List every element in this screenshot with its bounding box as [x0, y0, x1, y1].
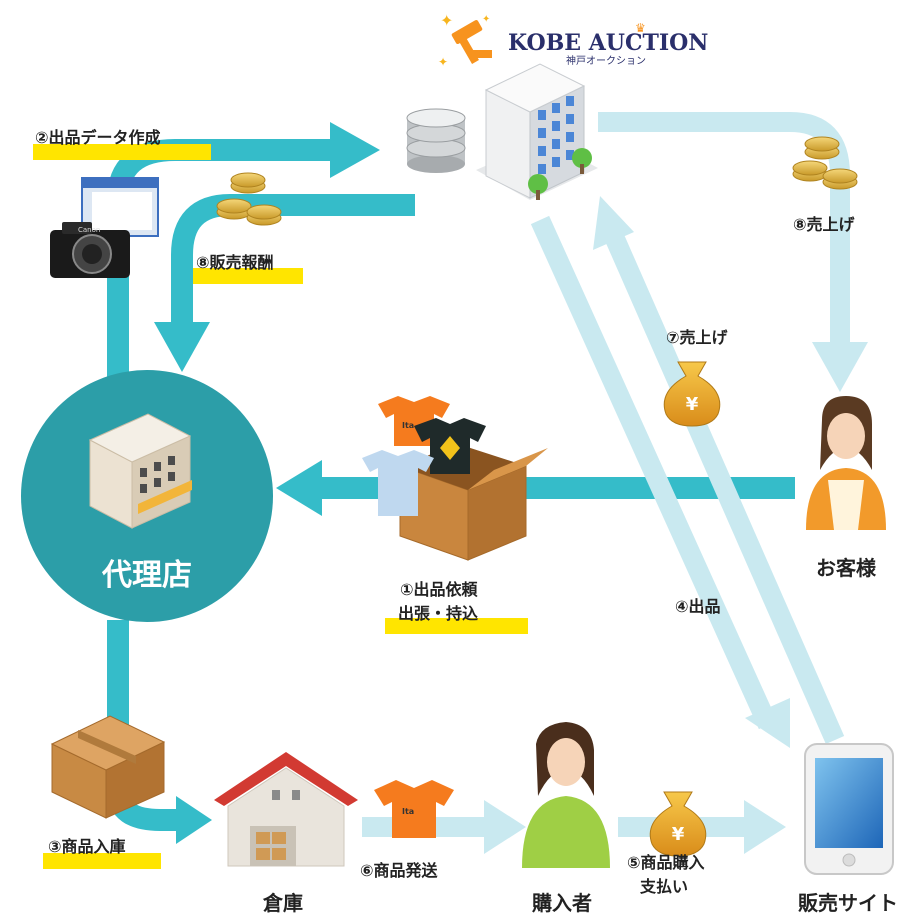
tshirt-text: Ita: [402, 807, 414, 816]
warehouse-icon: [214, 752, 358, 867]
arrowhead-payment: [744, 800, 786, 854]
coins-icon: [792, 136, 858, 190]
agency-node: 代理店: [21, 370, 273, 622]
arrow-sales-return: [602, 227, 845, 745]
kobe-auction-logo: ✦ ✦ ✦ KOBE AUCTION ♛ 神戸オークション: [438, 11, 708, 69]
step-8a-label: ⑧販売報酬: [196, 253, 274, 272]
arrowhead-sales-to-customer: [812, 342, 868, 392]
crown-icon: ♛: [635, 21, 646, 35]
buyer-label: 購入者: [532, 891, 592, 915]
step-5-label-line1: ⑤商品購入: [627, 853, 705, 872]
step-1-label-line1: ①出品依頼: [400, 580, 479, 599]
gavel-icon: ✦ ✦ ✦: [438, 11, 492, 69]
arrowhead-stock-in: [176, 796, 212, 844]
highlight-step2: [33, 144, 211, 160]
step-2-label: ②出品データ作成: [35, 128, 161, 147]
buyer-person-icon: [522, 722, 610, 868]
money-bag-icon: ¥: [649, 791, 707, 857]
step-7-label: ⑦売上げ: [666, 328, 729, 347]
arrow-listing: [530, 215, 778, 730]
warehouse-label: 倉庫: [262, 891, 303, 915]
customer-person-icon: [806, 396, 886, 530]
highlight-step1: [385, 618, 528, 634]
arrowhead-data-creation: [330, 122, 380, 178]
cardboard-box-icon: [50, 715, 166, 819]
coins-icon: [216, 172, 282, 226]
customer-label: お客様: [816, 556, 877, 580]
svg-text:✦: ✦: [482, 14, 490, 25]
tshirt-icon: [362, 450, 434, 516]
step-5-label-line2: 支払い: [639, 877, 688, 896]
step-4-label: ④出品: [675, 597, 721, 616]
money-bag-icon: ¥: [663, 361, 721, 427]
svg-text:✦: ✦: [440, 11, 453, 30]
camera-icon: Canon: [50, 222, 130, 278]
yen-symbol: ¥: [686, 394, 699, 415]
yen-symbol: ¥: [672, 824, 685, 845]
tshirt-icon: Ita: [374, 780, 454, 838]
step-3-label: ③商品入庫: [48, 837, 126, 856]
camera-brand: Canon: [78, 226, 100, 234]
highlight-step8a: [193, 268, 303, 284]
tshirt-text: Ita: [402, 421, 414, 430]
agency-building-icon: [88, 413, 192, 529]
smartphone-icon: [804, 743, 894, 875]
arrowhead-shipping: [484, 800, 526, 854]
browser-window-icon: [81, 177, 159, 237]
agency-label: 代理店: [101, 558, 192, 593]
arrowhead-agency-payout: [154, 322, 210, 372]
arrowhead-sales-return: [593, 196, 634, 250]
svg-text:✦: ✦: [438, 55, 448, 69]
shipping-box-tshirts-icon: Ita: [362, 396, 548, 561]
logo-name: KOBE AUCTION: [508, 30, 708, 56]
arrowhead-consignment: [276, 460, 322, 516]
step-1-label-line2: 出張・持込: [398, 604, 478, 623]
step-8b-label: ⑧売上げ: [793, 215, 856, 234]
arrowhead-listing: [745, 698, 790, 748]
sales-site-label: 販売サイト: [798, 891, 898, 915]
database-icon: [406, 108, 466, 173]
step-6-label: ⑥商品発送: [360, 861, 439, 880]
highlight-step3: [43, 853, 161, 869]
logo-subtitle: 神戸オークション: [566, 54, 646, 67]
office-building-icon: [476, 63, 598, 200]
